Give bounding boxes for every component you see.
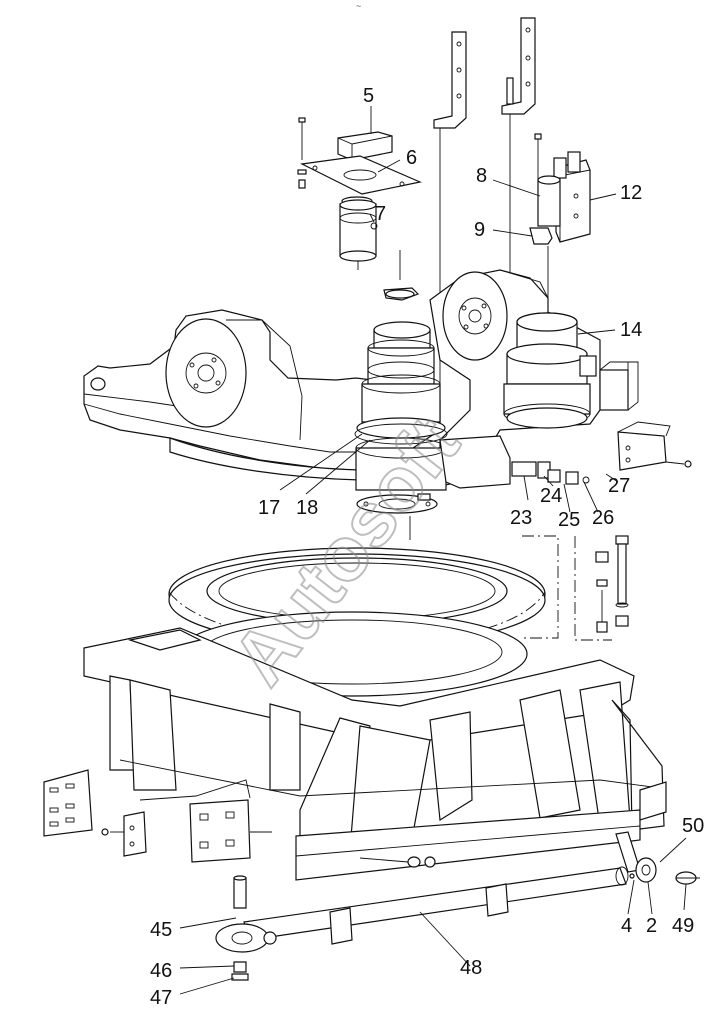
bracket-27 [617,421,692,471]
callout-25: 25 [558,509,580,531]
callout-12: 12 [620,182,642,204]
bracket-assembly-left [101,779,272,863]
cylinder-rod-end [615,831,700,885]
upper-frame [83,309,441,481]
top-mark: ~ [356,1,361,11]
callout-7: 7 [375,203,386,225]
slew-cylinder [215,866,629,981]
vertical-bracket-left [433,31,467,420]
callout-9: 9 [474,219,485,241]
drum-assembly [503,312,597,429]
mount-bolts [359,856,436,868]
center-swivel [354,250,590,491]
callout-8: 8 [476,165,487,187]
callout-23: 23 [510,507,532,529]
base-frame [43,627,667,881]
callout-49: 49 [672,915,694,937]
callout-labels: 5 6 7 8 9 12 14 17 18 23 24 25 26 27 45 … [150,85,704,1009]
callout-27: 27 [608,475,630,497]
leader-lines [179,106,687,995]
callout-18: 18 [296,497,318,519]
callout-6: 6 [406,147,417,169]
hydraulic-motor [339,196,378,270]
callout-5: 5 [363,85,374,107]
callout-47: 47 [150,987,172,1009]
callout-45: 45 [150,919,172,941]
lower-flange-18 [356,493,438,540]
callout-26: 26 [592,507,614,529]
callout-2: 2 [646,915,657,937]
mounting-plate [297,155,422,195]
callout-48: 48 [460,957,482,979]
callout-50: 50 [682,815,704,837]
callout-24: 24 [540,485,562,507]
valve-block [529,133,591,316]
callout-17: 17 [258,497,280,519]
top-block [298,117,393,161]
callout-46: 46 [150,960,172,982]
cylinder-small-parts [520,535,629,641]
callout-14: 14 [620,319,642,341]
callout-4: 4 [621,915,632,937]
